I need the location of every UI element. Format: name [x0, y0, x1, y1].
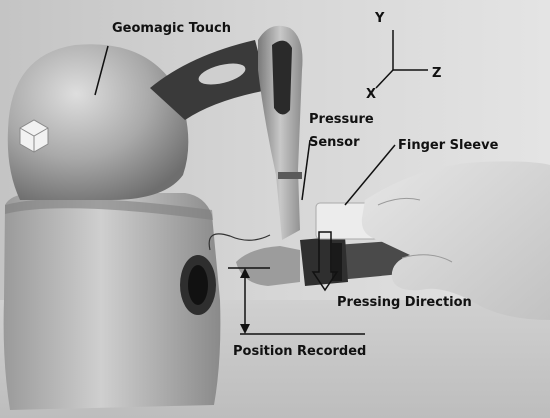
device-leader-line	[94, 45, 109, 96]
sensor-wire	[208, 233, 271, 251]
position-recorded-label: Position Recorded	[233, 344, 367, 359]
sensor-label: Sensor	[309, 135, 360, 150]
sensor-leader-line	[301, 139, 311, 201]
x-axis-line	[375, 69, 394, 89]
hand	[361, 161, 550, 320]
vertical-arm	[258, 25, 303, 241]
finger-sleeve-label: Finger Sleeve	[398, 138, 499, 153]
axis-x-label: X	[366, 87, 377, 102]
displacement-arrow	[240, 268, 250, 334]
pressure-sensor-holder	[236, 246, 300, 286]
axis-y-label: Y	[375, 11, 385, 26]
geomagic-touch-label: Geomagic Touch	[112, 21, 232, 36]
arm-dark-inset	[272, 40, 292, 115]
logo-cube-icon	[19, 119, 49, 153]
pressure-label: Pressure	[309, 112, 374, 127]
coordinate-axes	[375, 30, 428, 89]
pressing-direction-label: Pressing Direction	[337, 295, 472, 310]
sleeve-leader-line	[344, 144, 396, 206]
device-base	[3, 193, 221, 410]
axis-z-label: Z	[432, 66, 442, 81]
pressing-direction-arrow	[311, 231, 339, 292]
device-head	[7, 44, 189, 200]
annotation-lines	[94, 45, 396, 335]
